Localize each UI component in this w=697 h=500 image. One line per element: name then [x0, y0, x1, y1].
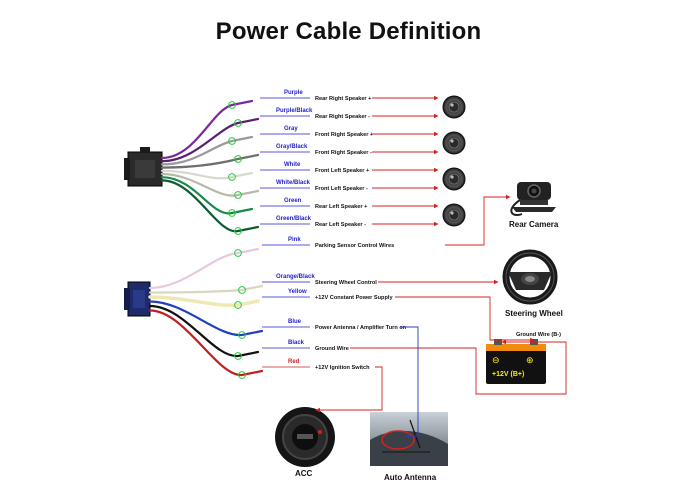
wire-function-label: Rear Left Speaker - — [315, 222, 366, 228]
wire-function-label: Rear Left Speaker + — [315, 204, 368, 210]
speaker-icon — [442, 131, 466, 155]
wire-color-label: Gray/Black — [276, 144, 308, 150]
wire-color-label: Yellow — [288, 289, 307, 295]
auto-antenna-label: Auto Antenna — [384, 473, 437, 482]
wire-function-label: +12V Ignition Switch — [315, 365, 370, 371]
wire-pink — [148, 247, 260, 290]
battery-label: +12V (B+) — [492, 371, 524, 378]
connection-marker — [234, 119, 242, 127]
connection-marker — [238, 286, 246, 294]
speaker-icon — [442, 167, 466, 191]
wire-color-label: Purple/Black — [276, 108, 313, 114]
speaker-group — [442, 95, 466, 227]
connection-marker — [234, 155, 242, 163]
wire-function-label: Front Right Speaker + — [315, 132, 374, 138]
wire-blue — [148, 300, 264, 337]
wire-function-label: Power Antenna / Amplifier Turn on — [315, 325, 407, 331]
wire-function-label: Ground Wire — [315, 346, 349, 352]
speaker-icon — [442, 95, 466, 119]
connection-marker — [238, 331, 246, 339]
upper-harness-connector — [124, 147, 163, 187]
wire-color-label: Blue — [288, 319, 302, 325]
wire-function-label: +12V Constant Power Supply — [315, 295, 393, 301]
wire-red — [148, 309, 264, 377]
rear-camera-label: Rear Camera — [509, 220, 559, 229]
wire-white — [160, 169, 254, 180]
wire-green-black — [160, 179, 260, 233]
wire-function-label: Front Right Speaker - — [315, 150, 372, 156]
wire-purple-black — [160, 117, 260, 163]
wire-function-label: Rear Right Speaker + — [315, 96, 372, 102]
battery-icon: ⊖ ⊕ +12V (B+) — [486, 339, 546, 384]
wire-color-label: Orange/Black — [276, 274, 315, 280]
battery-plus: ⊕ — [526, 356, 534, 366]
wire-function-label: Steering Wheel Control — [315, 280, 377, 286]
wire-color-label: Pink — [288, 237, 301, 243]
wire-color-label: Green/Black — [276, 216, 312, 222]
wire-yellow — [148, 295, 260, 307]
rear-camera-icon — [510, 182, 556, 216]
steering-wheel-icon — [502, 249, 558, 305]
wire-function-label: Front Left Speaker + — [315, 168, 370, 174]
wire-function-label: Front Left Speaker - — [315, 186, 368, 192]
wire-color-label: Purple — [284, 90, 303, 96]
device-connection-lines — [315, 194, 567, 439]
ground-wire-label: Ground Wire (B-) — [516, 332, 561, 338]
connection-marker — [234, 227, 242, 235]
wire-black — [148, 304, 260, 358]
connection-marker — [234, 191, 242, 199]
steering-wheel-label: Steering Wheel — [505, 309, 563, 318]
wire-white-black — [160, 172, 260, 197]
wire-function-label: Rear Right Speaker - — [315, 114, 370, 120]
wire-gray-black — [160, 153, 260, 169]
connection-marker — [234, 249, 242, 257]
wire-color-label: White/Black — [276, 180, 311, 186]
wire-color-label: Gray — [284, 126, 298, 132]
wire-function-label: Parking Sensor Control Wires — [315, 243, 394, 249]
wire-gray — [160, 135, 254, 166]
connection-marker — [228, 137, 236, 145]
wire-color-label: Red — [288, 359, 300, 365]
ignition-switch-icon — [275, 407, 335, 467]
wire-color-label: Green — [284, 198, 302, 204]
connection-marker — [238, 371, 246, 379]
battery-minus: ⊖ — [492, 356, 500, 366]
wire-color-label: Black — [288, 340, 305, 346]
wire-color-label: White — [284, 162, 301, 168]
connection-marker — [228, 173, 236, 181]
connection-marker — [228, 209, 236, 217]
acc-label: ACC — [295, 469, 313, 478]
auto-antenna-icon — [370, 412, 448, 466]
wire-green — [160, 176, 254, 215]
wire-orange-black — [148, 284, 264, 294]
connection-marker — [228, 101, 236, 109]
connection-marker — [234, 352, 242, 360]
connection-marker — [234, 301, 242, 309]
page-title: Power Cable Definition — [215, 18, 482, 45]
wire-purple — [160, 99, 254, 160]
lower-harness-connector — [124, 281, 151, 317]
speaker-icon — [442, 203, 466, 227]
